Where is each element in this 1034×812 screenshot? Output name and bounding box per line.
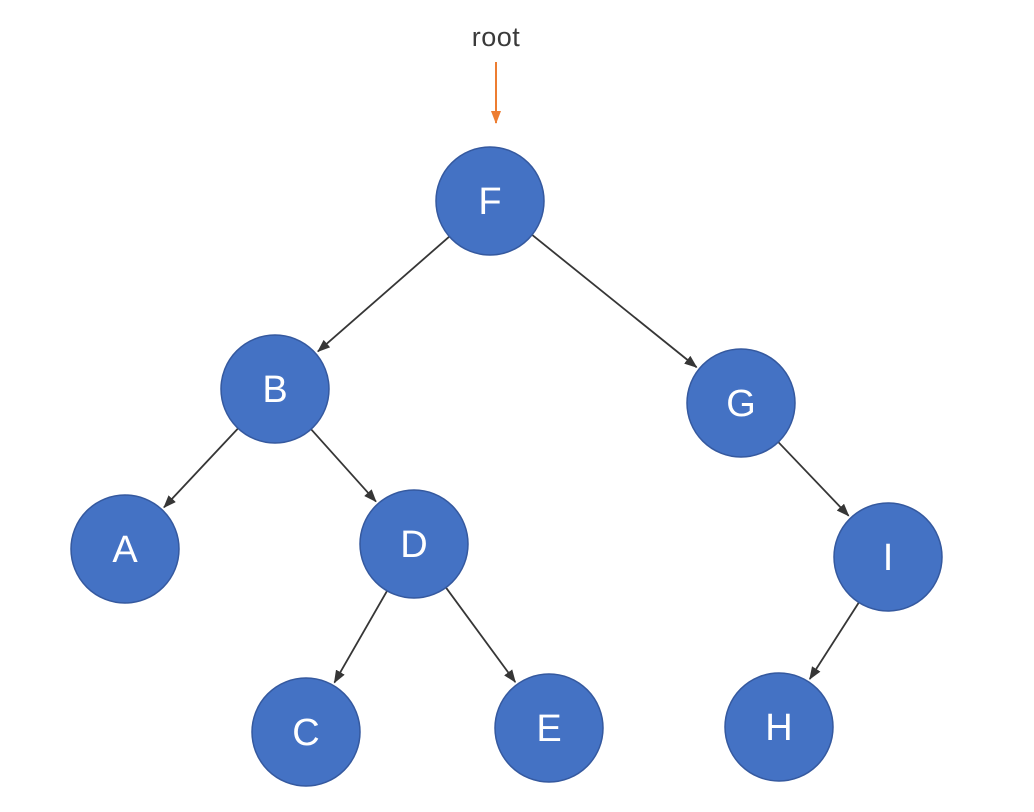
tree-node-A: A (70, 494, 180, 604)
tree-node-label-G: G (726, 383, 756, 425)
tree-edge-I-H (809, 601, 860, 680)
tree-edge-G-I (777, 441, 850, 517)
tree-node-G: G (686, 348, 796, 458)
root-label: root (472, 22, 521, 52)
tree-edge-F-G (531, 234, 698, 368)
tree-node-circle-I (833, 502, 943, 612)
tree-node-F: F (435, 146, 545, 256)
tree-edge-D-C (333, 590, 388, 684)
tree-node-E: E (494, 673, 604, 783)
tree-node-label-I: I (883, 537, 894, 579)
tree-node-H: H (724, 672, 834, 782)
tree-node-label-C: C (292, 712, 319, 754)
tree-node-label-F: F (478, 181, 501, 223)
tree-edge-B-D (310, 428, 377, 503)
tree-node-label-H: H (765, 707, 792, 749)
tree-node-circle-A (70, 494, 180, 604)
tree-node-circle-D (359, 489, 469, 599)
tree-node-label-D: D (400, 524, 427, 566)
tree-node-C: C (251, 677, 361, 787)
tree-edge-F-B (317, 235, 450, 353)
tree-node-D: D (359, 489, 469, 599)
tree-node-circle-G (686, 348, 796, 458)
tree-edge-B-A (163, 427, 239, 509)
tree-node-label-B: B (262, 369, 287, 411)
tree-node-label-A: A (112, 529, 138, 571)
tree-node-I: I (833, 502, 943, 612)
tree-node-circle-F (435, 146, 545, 256)
tree-node-circle-B (220, 334, 330, 444)
tree-node-label-E: E (536, 708, 561, 750)
tree-node-circle-E (494, 673, 604, 783)
tree-edge-D-E (445, 587, 517, 683)
tree-node-circle-C (251, 677, 361, 787)
tree-node-B: B (220, 334, 330, 444)
tree-node-circle-H (724, 672, 834, 782)
